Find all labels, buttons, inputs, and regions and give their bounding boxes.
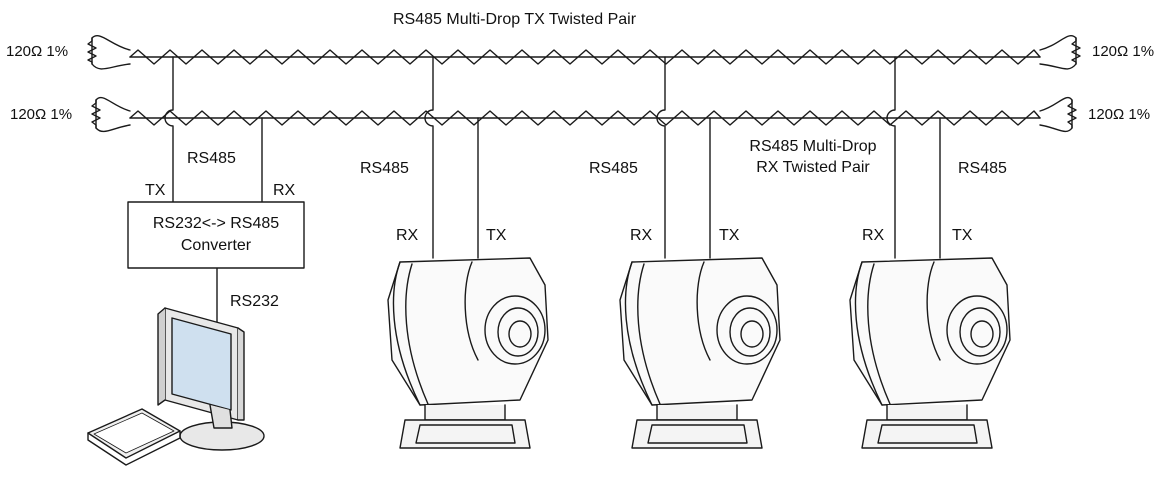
camera-lens [959,307,1001,357]
terminator-label-top-right: 120Ω 1% [1092,43,1155,60]
ptz-camera-2 [619,257,781,449]
camera-base-plate [647,424,748,444]
monitor-neck [209,404,233,429]
rx-twisted-pair [129,110,1041,126]
camera-lens [729,307,771,357]
camera-lens-ring [946,295,1008,365]
rx-left-termination-loop [95,96,131,133]
rs232-link-label: RS232 [230,293,279,310]
converter-bus-label: RS485 [187,150,236,167]
camera-2-rx-drop [656,56,666,259]
camera-body-seam [696,261,711,361]
terminator-label-top-left: 120Ω 1% [6,43,69,60]
camera-base [631,419,763,449]
camera-1-rx-drop [424,56,434,259]
camera-3-rx-drop [886,56,896,259]
ptz-camera-1 [387,257,549,449]
camera-body-seam [405,263,429,405]
terminator-label-bottom-right: 120Ω 1% [1088,106,1151,123]
monitor-screen [171,317,232,411]
converter-drops [164,56,263,324]
keyboard-keys [93,412,175,454]
camera-base-plate [877,424,978,444]
converter-rx-label: RX [273,182,296,199]
camera-lens-ring [716,295,778,365]
camera-lens-inner [740,320,764,348]
converter-title-line1: RS232<-> RS485 [152,215,280,232]
rx-pair-title-line1: RS485 Multi-Drop [749,138,877,155]
camera-1-bus-label: RS485 [360,160,409,177]
camera-lens [497,307,539,357]
camera-body-seam [854,261,883,406]
tx-left-termination-loop [91,35,131,70]
camera-body-seam [624,261,653,406]
rx-right-termination-loop [1039,96,1073,133]
rx-right-resistor [1067,99,1077,129]
camera-neck [424,404,506,421]
rx-pair-wire-b [129,110,1041,126]
camera-base [399,419,531,449]
camera-neck [656,404,738,421]
camera-body-seam [867,263,891,405]
converter-box [127,201,305,269]
computer [87,307,265,466]
camera-base [861,419,993,449]
camera-neck [886,404,968,421]
tx-pair-title: RS485 Multi-Drop TX Twisted Pair [393,11,637,28]
camera-lens-inner [508,320,532,348]
keyboard-edge [87,430,181,466]
converter-title-line2: Converter [180,237,252,254]
camera-drops [424,56,941,259]
converter-tx-label: TX [145,182,166,199]
terminator-label-bottom-left: 120Ω 1% [10,106,73,123]
ptz-camera-3 [849,257,1011,449]
camera-3-tx-label: TX [952,227,973,244]
tx-left-resistor [87,37,97,65]
camera-2-tx-label: TX [719,227,740,244]
camera-base-plate [415,424,516,444]
tx-right-resistor [1071,37,1081,65]
monitor-side [157,307,166,406]
camera-body-seam [464,261,479,361]
camera-3-bus-label: RS485 [958,160,1007,177]
camera-2-bus-label: RS485 [589,160,638,177]
camera-3-rx-label: RX [862,227,885,244]
camera-body-seam [637,263,661,405]
camera-body-seam [392,261,421,406]
right-terminations [1039,35,1081,133]
rx-left-resistor [91,99,101,129]
camera-2-rx-label: RX [630,227,653,244]
camera-1-rx-label: RX [396,227,419,244]
converter-tx-drop [164,56,174,203]
camera-lens-inner [970,320,994,348]
camera-1-tx-label: TX [486,227,507,244]
camera-lens-ring [484,295,546,365]
rx-pair-title-line2: RX Twisted Pair [756,159,870,176]
tx-twisted-pair [129,49,1041,65]
camera-body-seam [926,261,941,361]
tx-right-termination-loop [1039,35,1077,70]
monitor-back [237,327,245,421]
left-terminations [87,35,131,133]
